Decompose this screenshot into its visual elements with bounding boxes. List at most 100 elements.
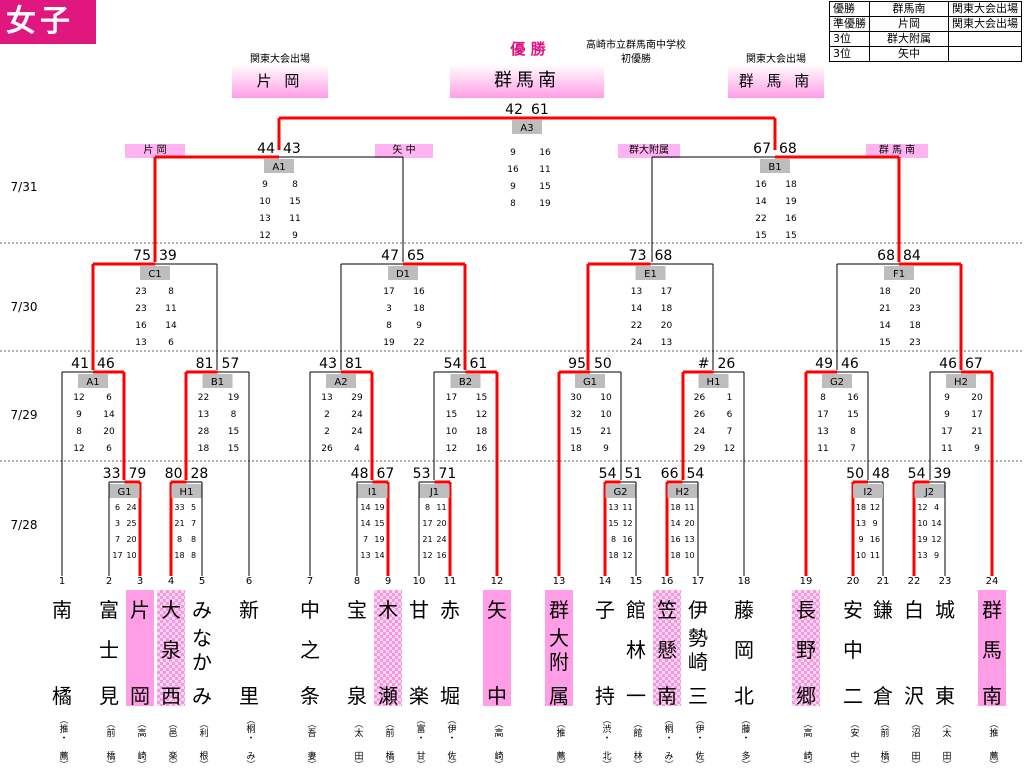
team-number: 5 bbox=[198, 576, 206, 587]
team-region: （太田） bbox=[347, 712, 367, 776]
match-id: E1 bbox=[644, 269, 657, 280]
match-id: A1 bbox=[86, 377, 99, 388]
set-score-right: 11 bbox=[870, 551, 880, 560]
team-region: （高崎） bbox=[796, 712, 816, 776]
team-region-bottom: 橋） bbox=[878, 751, 889, 769]
set-score-right: 18 bbox=[413, 304, 425, 314]
champion-box: 群馬南 bbox=[450, 64, 604, 98]
set-score-left: 14 bbox=[670, 519, 680, 528]
team-name-part: 沢 bbox=[904, 684, 924, 708]
semi-right-right-label: 群 馬 南 bbox=[866, 144, 928, 158]
team-name-part: 鎌 bbox=[873, 598, 893, 622]
set-score-left: 30 bbox=[570, 393, 582, 403]
set-score-left: 12 bbox=[259, 231, 270, 241]
team-region-top: （館 bbox=[631, 719, 642, 737]
team-region-bottom: 楽） bbox=[166, 751, 177, 769]
set-score-right: 20 bbox=[971, 393, 983, 403]
set-score-right: 7 bbox=[727, 427, 733, 437]
set-score-right: 14 bbox=[165, 321, 177, 331]
match-id-box bbox=[884, 266, 914, 280]
team-name-part: 群 bbox=[549, 598, 569, 622]
set-score-left: 9 bbox=[510, 148, 516, 158]
set-score-right: 8 bbox=[191, 551, 196, 560]
team-region: （邑楽） bbox=[161, 712, 181, 776]
team-region-top: （太 bbox=[352, 719, 363, 737]
team-number: 7 bbox=[306, 576, 314, 587]
team-name-part: 里 bbox=[239, 684, 259, 708]
set-score-right: 18 bbox=[661, 304, 673, 314]
set-score-right: 25 bbox=[126, 519, 136, 528]
set-score-left: 13 bbox=[608, 503, 618, 512]
set-score-left: 33 bbox=[174, 503, 184, 512]
set-score-left: 18 bbox=[670, 503, 680, 512]
team-region-bottom: 崎） bbox=[135, 751, 146, 769]
set-score-right: 12 bbox=[622, 551, 632, 560]
match-id-box bbox=[419, 484, 450, 498]
team-name-part: 馬 bbox=[982, 638, 1002, 662]
team-name-column: 長野郷 bbox=[792, 590, 820, 708]
results-row: 3位矢中 bbox=[829, 46, 1022, 62]
team-name-part: 泉 bbox=[347, 684, 367, 708]
team-name-column: 宝泉 bbox=[343, 590, 371, 708]
score-left: 33 bbox=[103, 466, 121, 482]
team-name-part: 北 bbox=[734, 684, 754, 708]
set-score-left: 3 bbox=[386, 304, 392, 314]
set-score-right: 10 bbox=[600, 410, 612, 420]
team-name-part: 泉 bbox=[161, 638, 181, 662]
set-score-left: 13 bbox=[817, 427, 828, 437]
match-id: I1 bbox=[368, 487, 377, 498]
set-score-left: 8 bbox=[820, 393, 826, 403]
team-region-top: （太 bbox=[940, 719, 951, 737]
set-score-right: 19 bbox=[228, 393, 240, 403]
team-name-part: 橘 bbox=[52, 684, 72, 708]
set-score-left: 8 bbox=[386, 321, 392, 331]
team-name-column: 中之条 bbox=[296, 590, 324, 708]
score-right: 48 bbox=[872, 466, 890, 482]
team-number: 6 bbox=[245, 576, 253, 587]
team-name-column: 甘楽 bbox=[405, 590, 433, 708]
date-label: 7/30 bbox=[10, 300, 38, 314]
team-name-column: 子持 bbox=[591, 590, 619, 708]
set-score-right: 14 bbox=[103, 410, 115, 420]
set-score-right: 16 bbox=[539, 148, 551, 158]
team-name-part: 岡 bbox=[734, 638, 754, 662]
results-row: 優勝群馬南関東大会出場 bbox=[829, 1, 1022, 17]
match-id: F1 bbox=[893, 269, 905, 280]
team-region-bottom: 薦） bbox=[554, 751, 565, 769]
match-id-box bbox=[914, 484, 945, 498]
match-id: H1 bbox=[180, 487, 194, 498]
set-score-left: 13 bbox=[856, 519, 866, 528]
match-id-box bbox=[667, 484, 698, 498]
team-number: 19 bbox=[799, 576, 813, 587]
match-id: B1 bbox=[768, 162, 781, 173]
team-region-bottom: 甘） bbox=[414, 751, 425, 769]
set-score-left: 11 bbox=[817, 444, 828, 454]
team-region-bottom: 中） bbox=[848, 751, 859, 769]
team-region: （渋・北） bbox=[595, 712, 615, 776]
set-score-right: 9 bbox=[872, 519, 877, 528]
match-id: H1 bbox=[707, 377, 721, 388]
team-name-part: 甘 bbox=[409, 598, 429, 622]
team-number: 23 bbox=[938, 576, 952, 587]
set-score-right: 6 bbox=[168, 338, 174, 348]
team-name-part: 群 bbox=[982, 598, 1002, 622]
set-score-right: 6 bbox=[106, 393, 112, 403]
team-region: （伊・佐） bbox=[440, 712, 460, 776]
set-score-right: 12 bbox=[931, 535, 941, 544]
set-score-right: 23 bbox=[909, 338, 920, 348]
team-name-part: 中 bbox=[300, 598, 320, 622]
match-id-box bbox=[575, 374, 605, 388]
team-name-column: 矢中 bbox=[483, 590, 511, 708]
team-name-part: 笠 bbox=[657, 598, 677, 622]
set-score-right: 22 bbox=[413, 338, 424, 348]
set-score-left: 22 bbox=[198, 393, 209, 403]
score-left: 50 bbox=[846, 466, 864, 482]
set-score-left: 10 bbox=[856, 551, 866, 560]
set-score-right: 11 bbox=[539, 165, 550, 175]
set-score-left: 15 bbox=[755, 231, 766, 241]
team-region-bottom: 妻） bbox=[305, 751, 316, 769]
set-score-left: 17 bbox=[383, 287, 394, 297]
set-score-right: 17 bbox=[971, 410, 982, 420]
set-score-left: 18 bbox=[570, 444, 582, 454]
score-left: 41 bbox=[71, 356, 89, 372]
